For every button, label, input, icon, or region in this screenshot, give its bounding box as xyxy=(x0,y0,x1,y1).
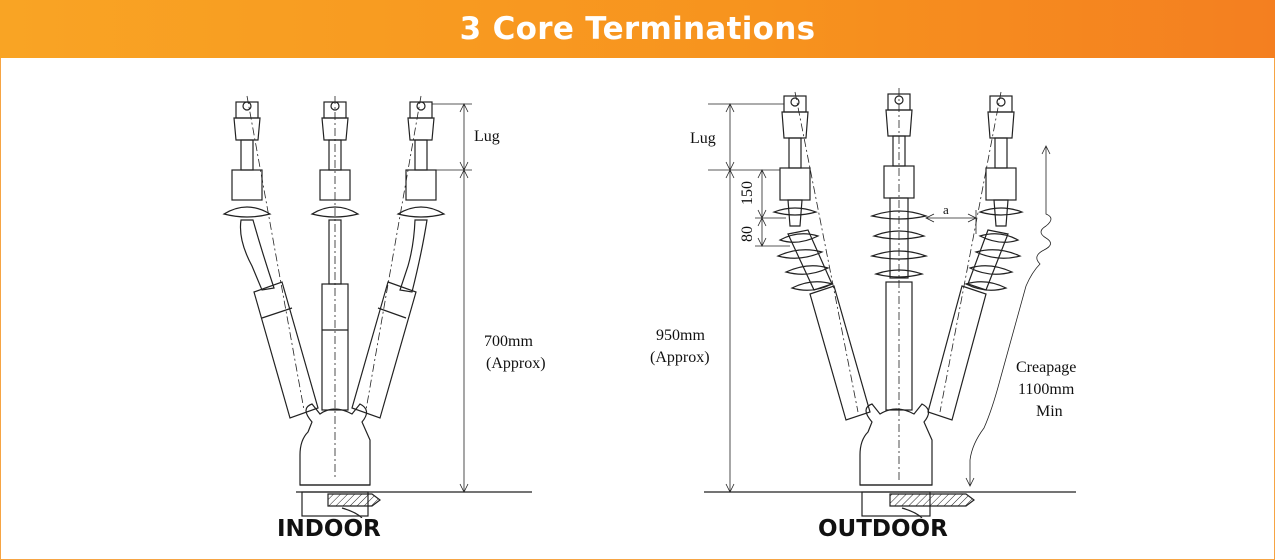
creepage-label-line1: Creapage xyxy=(1016,359,1076,376)
indoor-termination xyxy=(222,95,532,518)
outdoor-lug-label: Lug xyxy=(690,130,716,147)
outdoor-phase-right xyxy=(927,91,1024,421)
terminations-drawing: Lug 700mm (Approx) Lug 950mm (Approx) 15… xyxy=(222,88,1076,518)
page-title: 3 Core Terminations xyxy=(459,11,816,47)
outdoor-height-label: 950mm xyxy=(656,327,705,344)
indoor-phase-right xyxy=(351,95,446,419)
outdoor-caption: OUTDOOR xyxy=(818,516,948,542)
indoor-phase-center xyxy=(310,96,360,480)
outdoor-termination xyxy=(704,88,1076,518)
outdoor-phase-center xyxy=(869,88,929,480)
indoor-height-label: 700mm xyxy=(484,333,533,350)
outdoor-breakout-body xyxy=(859,403,933,486)
creepage-path-line xyxy=(969,146,1052,486)
indoor-height-note: (Approx) xyxy=(486,355,546,372)
indoor-breakout-body xyxy=(299,403,371,486)
header-banner: 3 Core Terminations xyxy=(0,0,1275,58)
outdoor-phase-left xyxy=(772,91,871,421)
creepage-label-line3: Min xyxy=(1036,403,1063,420)
outdoor-dim-150-label: 150 xyxy=(739,181,756,205)
outdoor-height-note: (Approx) xyxy=(650,349,710,366)
creepage-label-line2: 1100mm xyxy=(1018,381,1075,398)
indoor-phase-left xyxy=(222,95,319,419)
outdoor-dim-80-label: 80 xyxy=(739,226,756,242)
outdoor-dim-a-label: a xyxy=(943,202,949,217)
indoor-lug-label: Lug xyxy=(474,128,500,145)
indoor-caption: INDOOR xyxy=(277,516,381,542)
